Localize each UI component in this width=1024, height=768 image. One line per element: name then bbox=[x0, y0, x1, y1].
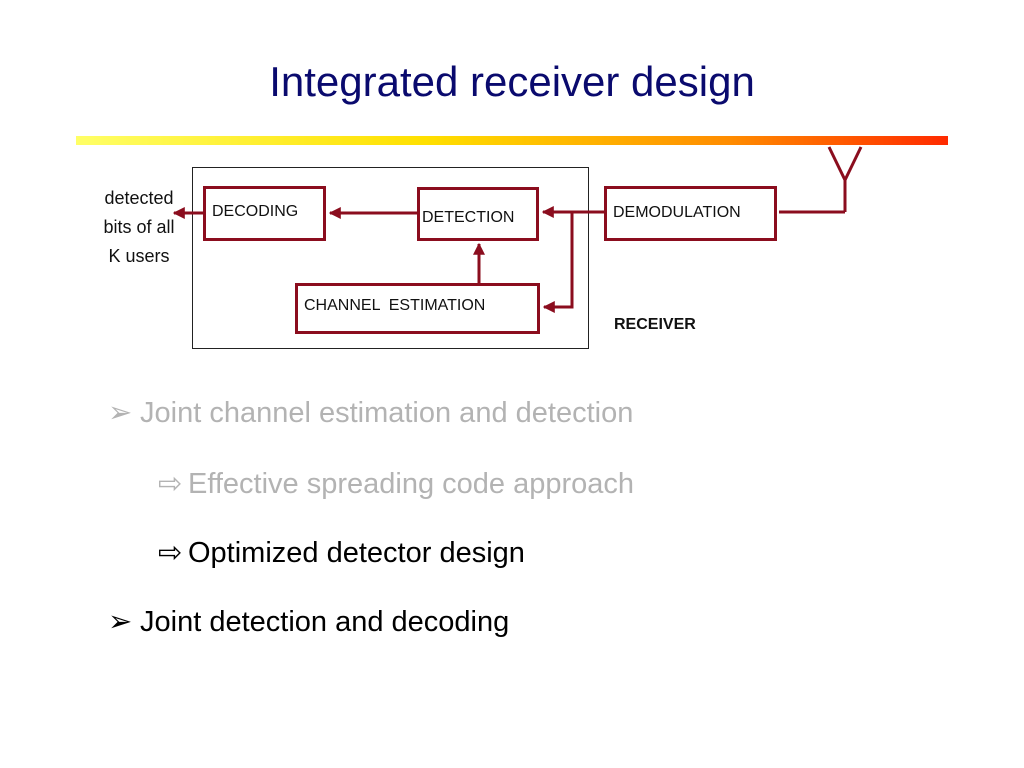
output-line: bits of all bbox=[103, 217, 175, 237]
bullet-arrow-icon: ➢ bbox=[108, 397, 133, 429]
bullet-text: Optimized detector design bbox=[188, 537, 525, 569]
bullet-joint-channel-estimation: ➢Joint channel estimation and detection bbox=[108, 395, 633, 430]
receiver-label: RECEIVER bbox=[614, 316, 696, 333]
output-line: detected bbox=[104, 188, 174, 208]
slide-title: Integrated receiver design bbox=[269, 58, 755, 105]
antenna-icon bbox=[827, 146, 863, 184]
title-underline-bar bbox=[76, 136, 948, 145]
bullet-joint-detection-decoding: ➢Joint detection and decoding bbox=[108, 604, 509, 639]
bullet-text: Joint detection and decoding bbox=[140, 606, 510, 638]
detection-block: DETECTION bbox=[417, 187, 539, 241]
sub-bullet-arrow-icon: ⇨ bbox=[158, 468, 183, 500]
output-description: detected bits of all K users bbox=[84, 184, 194, 271]
output-line: K users bbox=[108, 246, 170, 266]
bullet-arrow-icon: ➢ bbox=[108, 606, 133, 638]
detection-label: DETECTION bbox=[422, 209, 515, 226]
channel-estimation-block: CHANNEL ESTIMATION bbox=[295, 283, 540, 334]
decoding-label: DECODING bbox=[212, 203, 299, 220]
bullet-text: Joint channel estimation and detection bbox=[140, 397, 634, 429]
decoding-block: DECODING bbox=[203, 186, 326, 241]
sub-bullet-arrow-icon: ⇨ bbox=[158, 537, 183, 569]
receiver-box bbox=[192, 167, 589, 349]
sub-bullet-effective-spreading: ⇨Effective spreading code approach bbox=[158, 466, 634, 501]
demodulation-block: DEMODULATION bbox=[604, 186, 777, 241]
demod-to-channel-est-arrow bbox=[542, 212, 574, 313]
diagram-wires bbox=[172, 146, 863, 313]
bullet-text: Effective spreading code approach bbox=[188, 468, 635, 500]
sub-bullet-optimized-detector: ⇨Optimized detector design bbox=[158, 535, 525, 570]
channel-estimation-label: CHANNEL ESTIMATION bbox=[304, 297, 486, 314]
demodulation-label: DEMODULATION bbox=[613, 204, 741, 221]
